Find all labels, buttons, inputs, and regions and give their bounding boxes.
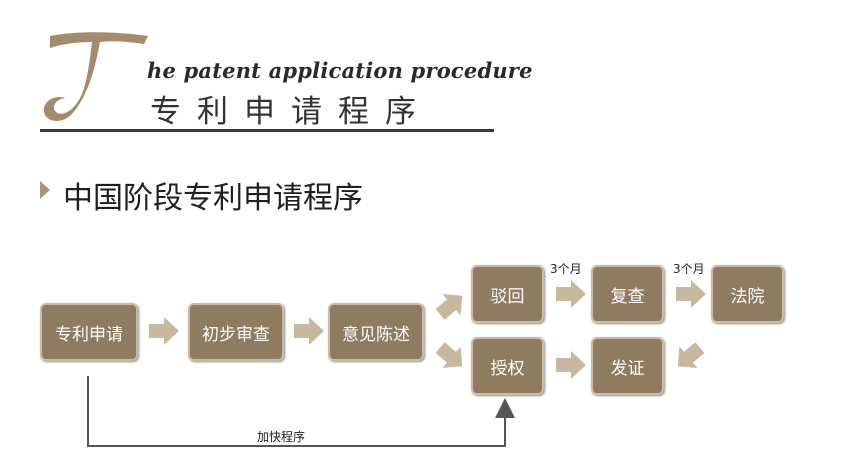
arrow-statement-to-grant	[435, 342, 463, 369]
subtitle-triangle-icon	[40, 181, 50, 199]
arrow-court-to-certificate	[677, 342, 705, 369]
label-three-months-court: 3个月	[673, 262, 705, 276]
logo-chinese-title: 专利申请程序	[150, 94, 432, 130]
step-patent-application: 专利申请	[40, 303, 138, 361]
arrow-grant-to-certificate	[556, 351, 586, 379]
arrow-preliminary-to-statement	[294, 317, 324, 345]
logo-english-title: he patent application procedure	[147, 58, 533, 83]
arrow-reexamination-to-court	[676, 280, 706, 308]
label-three-months-reexam: 3个月	[550, 262, 582, 276]
header-divider	[40, 129, 494, 132]
arrow-application-to-preliminary	[149, 317, 179, 345]
logo-letter-t-icon	[43, 32, 148, 121]
expedited-path	[87, 376, 515, 447]
step-grant: 授权	[471, 337, 544, 395]
arrow-rejection-to-reexamination	[556, 280, 586, 308]
arrow-statement-to-rejection	[435, 293, 463, 320]
step-rejection: 驳回	[471, 265, 544, 323]
step-preliminary-exam: 初步审查	[188, 303, 284, 361]
step-certificate: 发证	[591, 337, 664, 395]
step-statement: 意见陈述	[328, 303, 424, 361]
step-court: 法院	[711, 265, 784, 323]
label-expedited-procedure: 加快程序	[257, 430, 306, 444]
step-reexamination: 复查	[591, 265, 664, 323]
section-title: 中国阶段专利申请程序	[63, 181, 363, 216]
